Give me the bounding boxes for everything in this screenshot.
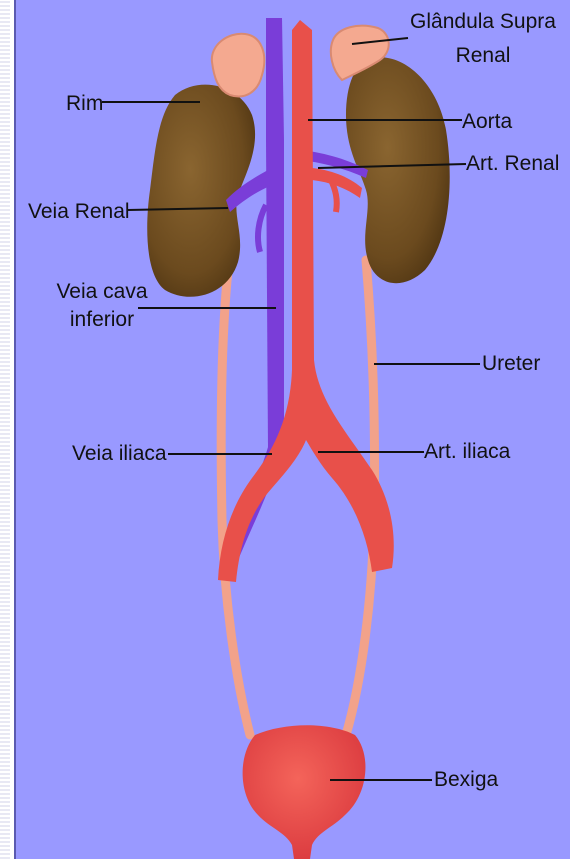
label-aorta: Aorta (462, 110, 512, 134)
left-adrenal-gland (212, 34, 264, 97)
label-renal: Renal (408, 44, 558, 68)
vein-branch (258, 205, 266, 252)
label-veia-cava: Veia cava (50, 280, 154, 304)
label-glandula-supra: Glândula Supra (408, 10, 558, 34)
label-ureter: Ureter (482, 352, 540, 376)
label-bexiga: Bexiga (434, 768, 498, 792)
label-inferior: inferior (50, 308, 154, 332)
bladder (243, 725, 366, 859)
label-veia-renal: Veia Renal (28, 200, 130, 224)
label-art-renal: Art. Renal (466, 152, 559, 176)
inferior-vena-cava (266, 18, 284, 450)
label-art-iliaca: Art. iliaca (424, 440, 510, 464)
label-veia-iliaca: Veia iliaca (72, 442, 167, 466)
label-rim: Rim (66, 92, 103, 116)
